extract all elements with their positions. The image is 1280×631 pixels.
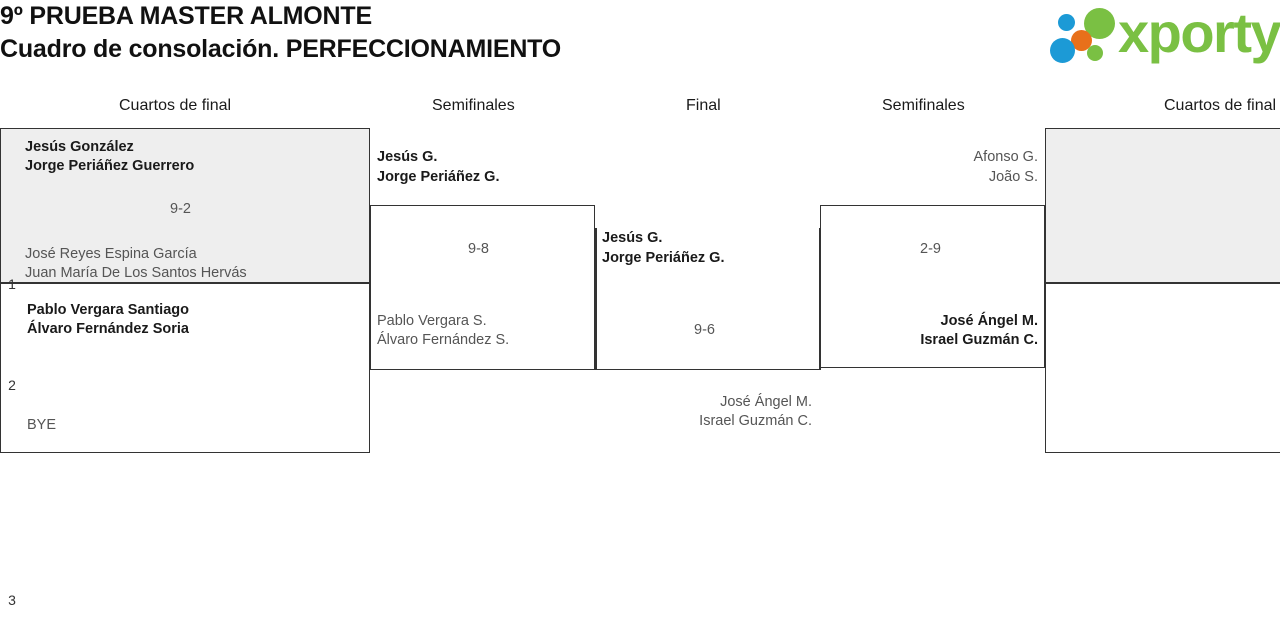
round-header-right-quarters: Cuartos de final	[1164, 97, 1277, 114]
player-name: Pablo Vergara S.	[377, 313, 487, 329]
player-name: Jorge Periáñez Guerrero	[25, 158, 195, 174]
player-name: José Ángel M.	[940, 313, 1039, 329]
player-name: Pablo Vergara Santiago	[27, 302, 189, 318]
final-connector-left	[595, 228, 597, 370]
match-score: 9-8	[468, 241, 489, 257]
player-name: Álvaro Fernández Soria	[27, 321, 189, 337]
logo-wordmark: xporty	[1118, 1, 1280, 64]
player-name: Afonso G.	[973, 149, 1038, 165]
match-left-qf-1[interactable]: 1 Jesús González Jorge Periáñez Guerrero…	[0, 128, 370, 393]
player-name: BYE	[27, 417, 57, 433]
match-left-semifinal[interactable]	[370, 205, 595, 370]
round-header-final: Final	[686, 97, 721, 114]
match-final[interactable]	[595, 355, 820, 370]
match-right-semifinal[interactable]	[820, 205, 1045, 368]
seed-number: 3	[8, 592, 16, 608]
logo-dot-orange-icon	[1071, 30, 1092, 51]
match-score: 9-2	[170, 201, 191, 217]
match-score: 2-9	[920, 241, 941, 257]
tournament-title: 9º PRUEBA MASTER ALMONTE	[0, 2, 372, 30]
match-score: 9-6	[694, 322, 715, 338]
player-name: Israel Guzmán C.	[699, 413, 812, 429]
seed-number: 2	[8, 377, 16, 393]
match-right-qf-2[interactable]: 7 Domingo De Guzmán Blanco Adrián Ramos …	[1045, 283, 1280, 453]
round-header-left-quarters: Cuartos de final	[119, 97, 232, 114]
round-header-left-semifinals: Semifinales	[432, 97, 515, 114]
player-name: Jesús G.	[377, 149, 438, 165]
xporty-logo: xporty	[1046, 1, 1280, 66]
player-name: Jorge Periáñez G.	[377, 169, 500, 185]
player-name: João S.	[988, 169, 1038, 185]
tournament-subtitle: Cuadro de consolación. PERFECCIONAMIENTO	[0, 35, 562, 63]
player-name: Álvaro Fernández S.	[377, 332, 510, 348]
logo-dot-blue-small-icon	[1058, 14, 1075, 31]
page-title: 9º PRUEBA MASTER ALMONTE Cuadro de conso…	[0, 0, 760, 66]
match-right-qf-1[interactable]: 5 Nacho Sanchez Nicolas Hurtado 7-9 6 Af…	[1045, 128, 1280, 283]
player-name: José Reyes Espina García	[25, 246, 197, 262]
match-left-qf-2[interactable]: 3 Pablo Vergara Santiago Álvaro Fernánde…	[0, 283, 370, 608]
player-name: Juan María De Los Santos Hervás	[25, 265, 247, 281]
player-name: Jesús G.	[602, 230, 663, 246]
player-name: José Ángel M.	[720, 394, 812, 410]
logo-dot-green-small-icon	[1087, 45, 1103, 61]
round-header-right-semifinals: Semifinales	[882, 97, 965, 114]
seed-number: 1	[8, 276, 16, 292]
player-name: Jesús González	[25, 139, 134, 155]
player-name: Israel Guzmán C.	[920, 332, 1038, 348]
logo-dot-blue-large-icon	[1050, 38, 1075, 63]
player-name: Jorge Periáñez G.	[602, 250, 725, 266]
logo-dots-icon	[1046, 6, 1118, 64]
